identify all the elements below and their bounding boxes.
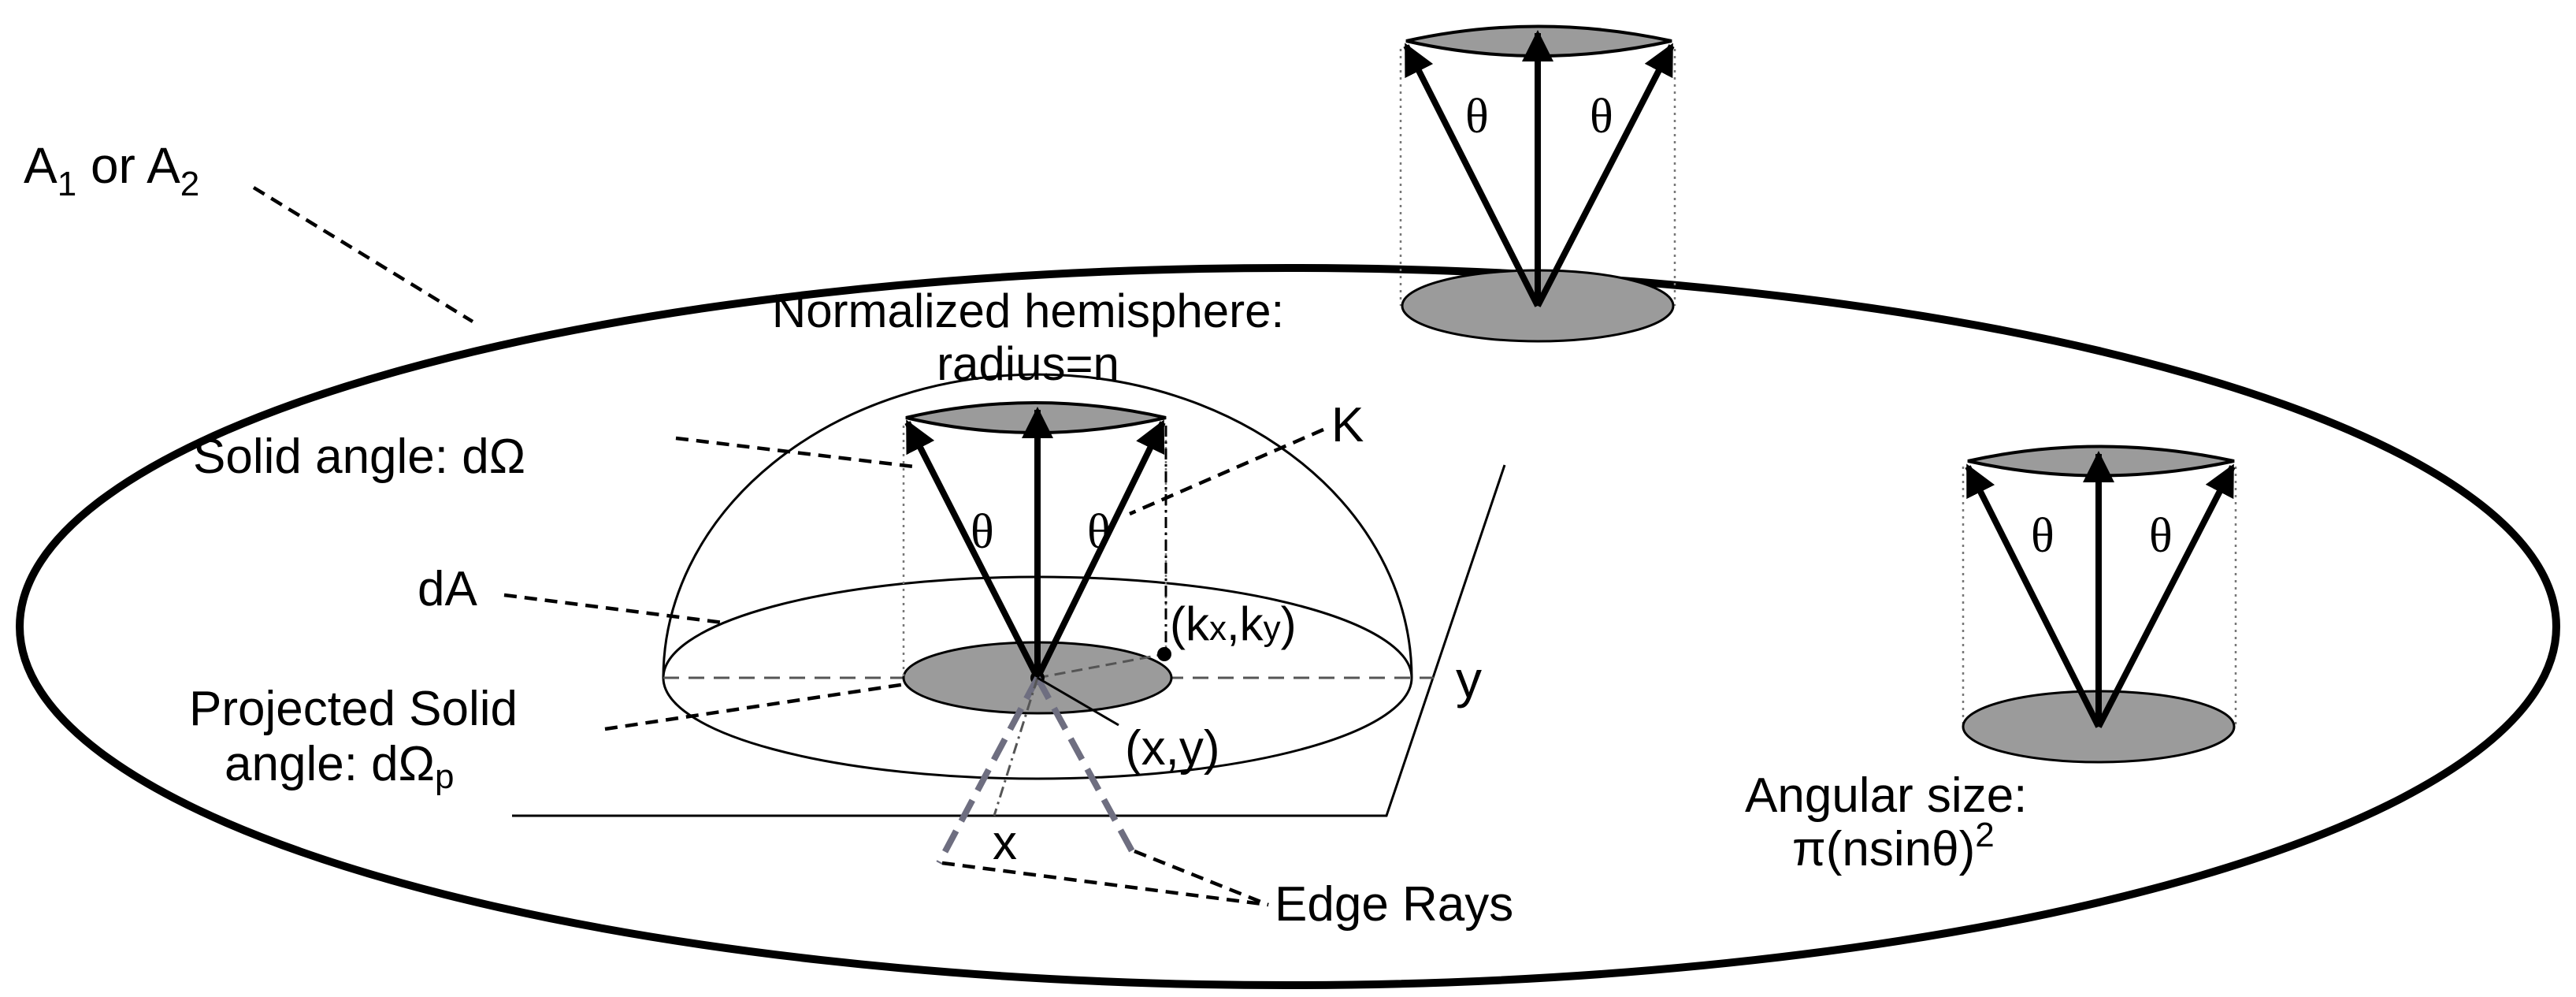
cone-right-theta-right: θ (2149, 509, 2173, 563)
area-element-leader (503, 593, 724, 625)
k-label: K (1331, 398, 1364, 452)
x-axis-line (993, 677, 1039, 817)
area-element-label: dA (418, 562, 477, 616)
edge-rays-label: Edge Rays (1275, 877, 1513, 932)
edge-rays-leader-right (1134, 849, 1269, 907)
theta-left: θ (971, 505, 994, 559)
x-axis-label: x (993, 816, 1017, 870)
theta-right: θ (1087, 505, 1111, 559)
kxky-connector (1037, 653, 1165, 679)
solid-angle-label: Solid angle: dΩ (193, 430, 525, 484)
edge-ray-left (936, 676, 1041, 865)
cone-right-theta-left: θ (2031, 509, 2054, 563)
kxky-point (1157, 647, 1171, 661)
cone-right-ray-left (1965, 463, 2102, 728)
cone-top: θ θ (1399, 24, 1676, 343)
cone-top-theta-left: θ (1465, 90, 1489, 143)
xy-label: (x,y) (1125, 721, 1220, 776)
hemisphere-dome (662, 373, 1413, 679)
projected-leader (604, 682, 907, 731)
surface-leader (252, 186, 474, 323)
ray-right (1034, 419, 1166, 679)
cone-top-theta-right: θ (1590, 90, 1613, 143)
surface-ellipse (16, 264, 2560, 989)
projected-label-line1: Projected Solid (189, 682, 518, 736)
k-leader (1129, 427, 1324, 516)
xy-leader (1037, 676, 1119, 727)
cone-top-ray-right (1535, 43, 1675, 307)
edge-rays-leader-left (941, 861, 1269, 907)
solid-angle-leader (675, 436, 915, 469)
angular-size-line1: Angular size: (1745, 768, 2027, 823)
projected-label-line2: angle: dΩp (225, 737, 454, 796)
plane-outline (512, 464, 1506, 817)
cone-right-ray-right (2095, 463, 2236, 728)
kxky-label: (kx,ky) (1170, 597, 1297, 650)
ray-left (904, 419, 1041, 679)
cone-top-ray-left (1403, 43, 1541, 307)
surface-label: A1 or A2 (24, 137, 199, 203)
angular-size-line2: π(nsinθ)2 (1792, 816, 1995, 876)
cone-right: θ θ (1962, 445, 2237, 764)
hemisphere-radius: radius=n (937, 337, 1119, 390)
y-axis-label: y (1456, 650, 1482, 709)
hemisphere-title: Normalized hemisphere: (772, 285, 1284, 337)
